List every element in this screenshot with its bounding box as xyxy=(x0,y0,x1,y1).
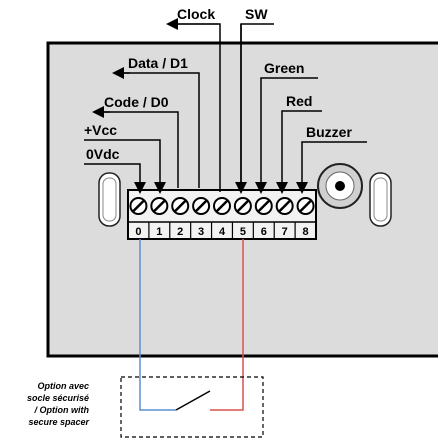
0vdc-leader xyxy=(84,163,146,194)
terminal-number: 3 xyxy=(198,226,204,238)
red-wire xyxy=(210,239,244,411)
buzzer-center xyxy=(335,181,345,191)
terminal-screw-slot xyxy=(215,199,229,213)
terminal-number: 5 xyxy=(240,226,246,238)
label-red: Red xyxy=(286,93,312,109)
terminal-number: 2 xyxy=(177,226,183,238)
buzzer-leader xyxy=(296,141,367,194)
terminal-screw-slot xyxy=(194,199,208,213)
label-buzzer: Buzzer xyxy=(306,124,352,140)
label-vcc: +Vcc xyxy=(84,122,117,138)
green-leader xyxy=(255,77,318,194)
terminal-number: 4 xyxy=(219,226,226,238)
terminal-number: 8 xyxy=(302,226,308,238)
note-line-3: / Option with xyxy=(34,405,90,415)
terminal-block: 0 1 2 3 4 5 6 7 8 xyxy=(127,189,317,240)
secure-spacer-option-box xyxy=(120,376,264,438)
note-line-2: socle sécurisé xyxy=(27,393,89,403)
terminal-screw-slot xyxy=(298,199,313,213)
terminal-number: 0 xyxy=(135,226,141,238)
terminal-screw-slot xyxy=(256,199,271,213)
label-data-d1: Data / D1 xyxy=(128,55,188,71)
code-d0-leader xyxy=(103,111,179,188)
label-green: Green xyxy=(264,60,304,76)
red-leader xyxy=(276,110,322,194)
terminal-screw-slot xyxy=(131,199,146,213)
vcc-leader xyxy=(84,139,166,194)
right-mounting-slot-inner xyxy=(373,177,388,222)
terminal-screw-slot xyxy=(236,199,250,213)
switch-lever xyxy=(175,390,211,411)
terminal-screw-slot xyxy=(277,199,292,213)
blue-wire xyxy=(139,239,176,411)
terminal-number: 6 xyxy=(261,226,267,238)
label-clock: Clock xyxy=(177,6,215,22)
note-line-1: Option avec xyxy=(37,381,89,391)
option-note: Option avec socle sécurisé / Option with… xyxy=(27,381,90,427)
terminal-screw-slot xyxy=(173,199,188,213)
right-mounting-slot xyxy=(369,172,392,227)
label-code-d0: Code / D0 xyxy=(104,94,169,110)
note-line-4: secure spacer xyxy=(28,417,89,427)
terminal-screw-slot xyxy=(152,199,167,213)
terminal-number: 7 xyxy=(282,226,288,238)
data-d1-leader xyxy=(118,72,200,188)
left-mounting-slot xyxy=(98,172,121,227)
left-mounting-slot-inner xyxy=(102,177,117,222)
label-0vdc: 0Vdc xyxy=(86,146,120,162)
label-sw: SW xyxy=(245,6,268,22)
terminal-number: 1 xyxy=(156,226,162,238)
